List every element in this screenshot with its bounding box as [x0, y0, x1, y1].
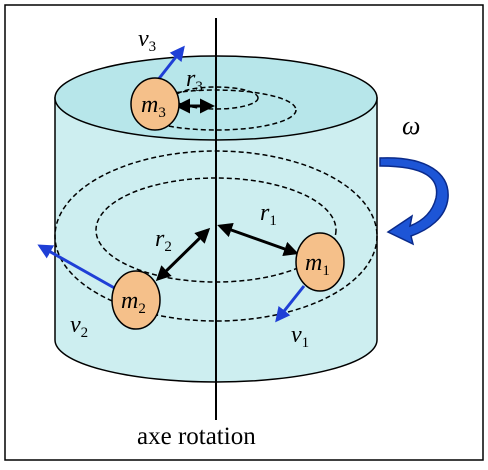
velocity-arrow-v1: [275, 285, 306, 323]
mass-label-m3: m3: [141, 92, 166, 121]
mass-label-m1: m1: [305, 250, 330, 279]
omega-label: ω: [402, 111, 420, 140]
velocity-arrow-v2: [37, 244, 119, 292]
velocity-label-v1: v1: [291, 322, 309, 351]
radius-arrow-r1: [217, 222, 299, 257]
mass-m2: [111, 270, 161, 330]
omega-rotation-arrow: [379, 157, 449, 246]
axis-caption: axe rotation: [137, 423, 256, 450]
velocity-label-v3: v3: [138, 26, 156, 55]
velocity-label-v2: v2: [70, 312, 88, 341]
mass-m1: [295, 232, 345, 292]
radius-arrow-r2: [155, 227, 211, 282]
mass-label-m2: m2: [121, 288, 146, 317]
radius-label-r1: r1: [260, 200, 277, 229]
diagram-frame: [4, 4, 484, 461]
mass-m3: [130, 77, 180, 131]
radius-label-r3: r3: [186, 66, 203, 95]
radius-label-r2: r2: [155, 226, 172, 255]
